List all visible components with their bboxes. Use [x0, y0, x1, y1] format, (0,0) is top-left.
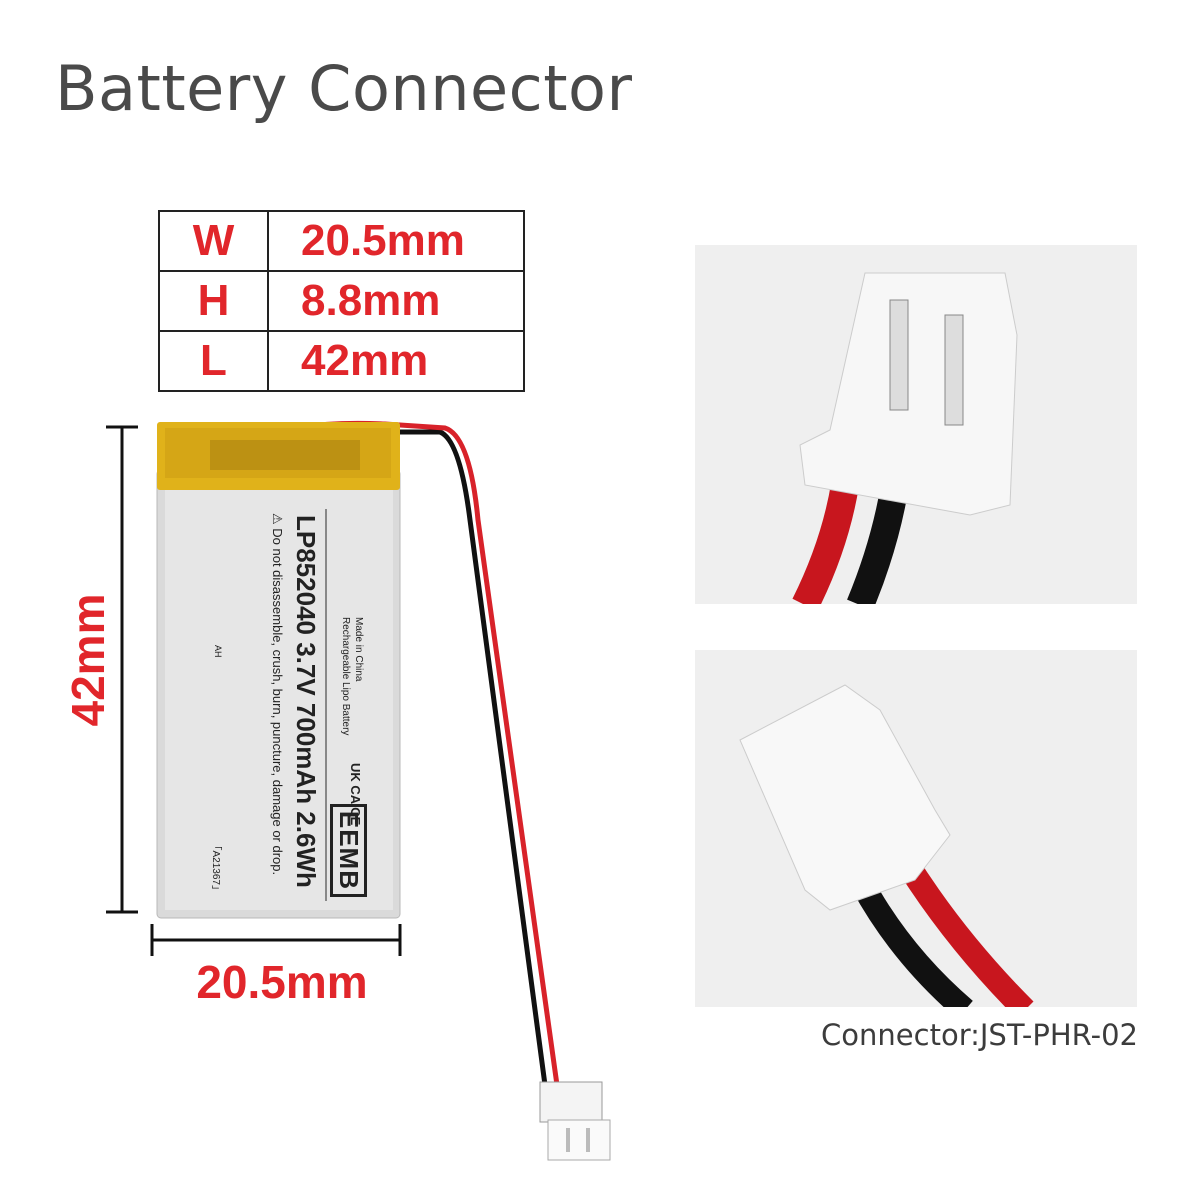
lot-text: AH [213, 645, 223, 658]
spec-value: 8.8mm [267, 270, 525, 332]
battery-origin: Made in China Rechargeable Lipo Battery [339, 617, 365, 735]
connector-photo-bottom [695, 650, 1137, 1007]
spec-key: H [158, 270, 269, 332]
length-label: 42mm [62, 593, 114, 727]
black-wire [385, 429, 548, 1086]
made-in-text: Made in China [353, 617, 364, 682]
width-label: 20.5mm [196, 956, 368, 1008]
battery-model: LP852040 3.7V 700mAh 2.6Wh [291, 515, 321, 888]
length-dimension-line [106, 425, 138, 914]
spec-key: L [158, 330, 269, 392]
connector-caption: Connector:JST-PHR-02 [821, 1018, 1138, 1052]
spec-value: 20.5mm [267, 210, 525, 272]
battery-label: EEMB Made in China Rechargeable Lipo Bat… [183, 505, 373, 905]
label-divider [325, 509, 327, 901]
spec-key: W [158, 210, 269, 272]
warning-text: ⚠ Do not disassemble, crush, burn, punct… [270, 513, 285, 876]
certification-marks: UK CA CE [348, 763, 363, 826]
battery-type-text: Rechargeable Lipo Battery [340, 617, 351, 736]
page-title: Battery Connector [55, 52, 633, 125]
spec-value: 42mm [267, 330, 525, 392]
width-dimension-line [150, 924, 402, 956]
code-text: 「A21367」 [210, 840, 221, 895]
connector-plug [539, 1081, 611, 1161]
connector-photo-top [695, 245, 1137, 604]
